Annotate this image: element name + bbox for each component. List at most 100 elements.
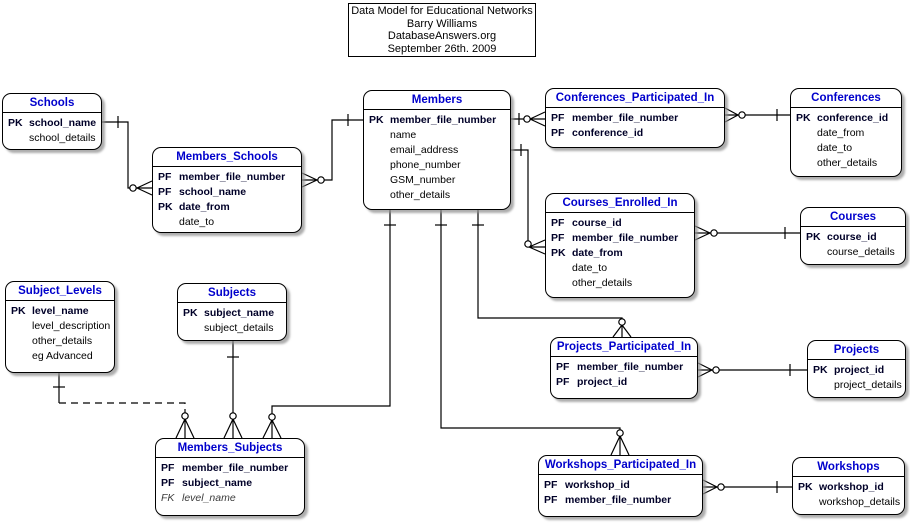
attribute-row: date_to [572, 262, 608, 274]
entity-title: Schools [3, 94, 101, 113]
diagram-author: Barry Williams [406, 17, 478, 30]
attribute-row: level_description [32, 320, 111, 332]
relationship-members-projects_participated_in [472, 210, 632, 338]
entity-title: Courses [801, 208, 905, 227]
relationship-members-members_subjects [262, 210, 396, 439]
diagram-date: September 26th. 2009 [387, 42, 497, 55]
attribute-row: subject_details [204, 322, 274, 334]
relationship-subject_levels-members_subjects [53, 373, 195, 439]
entity-title: Workshops [793, 458, 904, 477]
entity-title: Conferences_Participated_In [546, 89, 724, 108]
relationship-members-members_schools [301, 114, 363, 188]
attribute-row: phone_number [390, 159, 461, 171]
relationship-conferences-conferences_participated_in [724, 107, 790, 123]
relationship-workshops-workshops_participated_in [702, 479, 792, 495]
relationship-members-courses_enrolled_in [511, 144, 546, 255]
entity-title: Subject_Levels [6, 282, 114, 301]
entity-title: Members_Schools [153, 148, 301, 167]
attribute-row: other_details [32, 335, 93, 347]
relationship-members-conferences_participated_in [511, 111, 546, 127]
attribute-row: email_address [390, 144, 459, 156]
attribute-row: course_details [827, 246, 895, 258]
entity-title: Subjects [178, 284, 286, 303]
diagram-source: DatabaseAnswers.org [387, 30, 497, 42]
attribute-row: name [390, 129, 417, 141]
attribute-row: other_details [572, 277, 633, 289]
attribute-row: other_details [390, 189, 451, 201]
entity-title: Courses_Enrolled_In [546, 194, 694, 213]
attribute-row: school_details [29, 132, 96, 144]
relationship-courses-courses_enrolled_in [694, 225, 800, 241]
entity-title: Projects_Participated_In [551, 338, 697, 357]
attribute-row: date_to [817, 142, 853, 154]
entity-title: Workshops_Participated_In [539, 456, 702, 475]
attribute-row: other_details [817, 157, 878, 169]
entity-title: Projects [808, 341, 905, 360]
entity-title: Members_Subjects [156, 439, 304, 458]
relationship-schools-members_schools [102, 116, 153, 196]
attribute-row: GSM_number [390, 174, 456, 186]
entity-title: Conferences [791, 89, 901, 108]
attribute-row: eg Advanced [32, 350, 93, 362]
attribute-row: project_details [834, 379, 902, 391]
attribute-row: date_to [179, 216, 215, 228]
relationship-subjects-members_subjects [223, 341, 243, 439]
attribute-row: workshop_details [819, 496, 901, 508]
diagram-title-box: Data Model for Educational Networks Barr… [348, 3, 536, 57]
attribute-row: date_from [817, 127, 865, 139]
relationship-members-workshops_participated_in [435, 210, 630, 456]
relationship-projects-projects_participated_in [697, 362, 807, 378]
